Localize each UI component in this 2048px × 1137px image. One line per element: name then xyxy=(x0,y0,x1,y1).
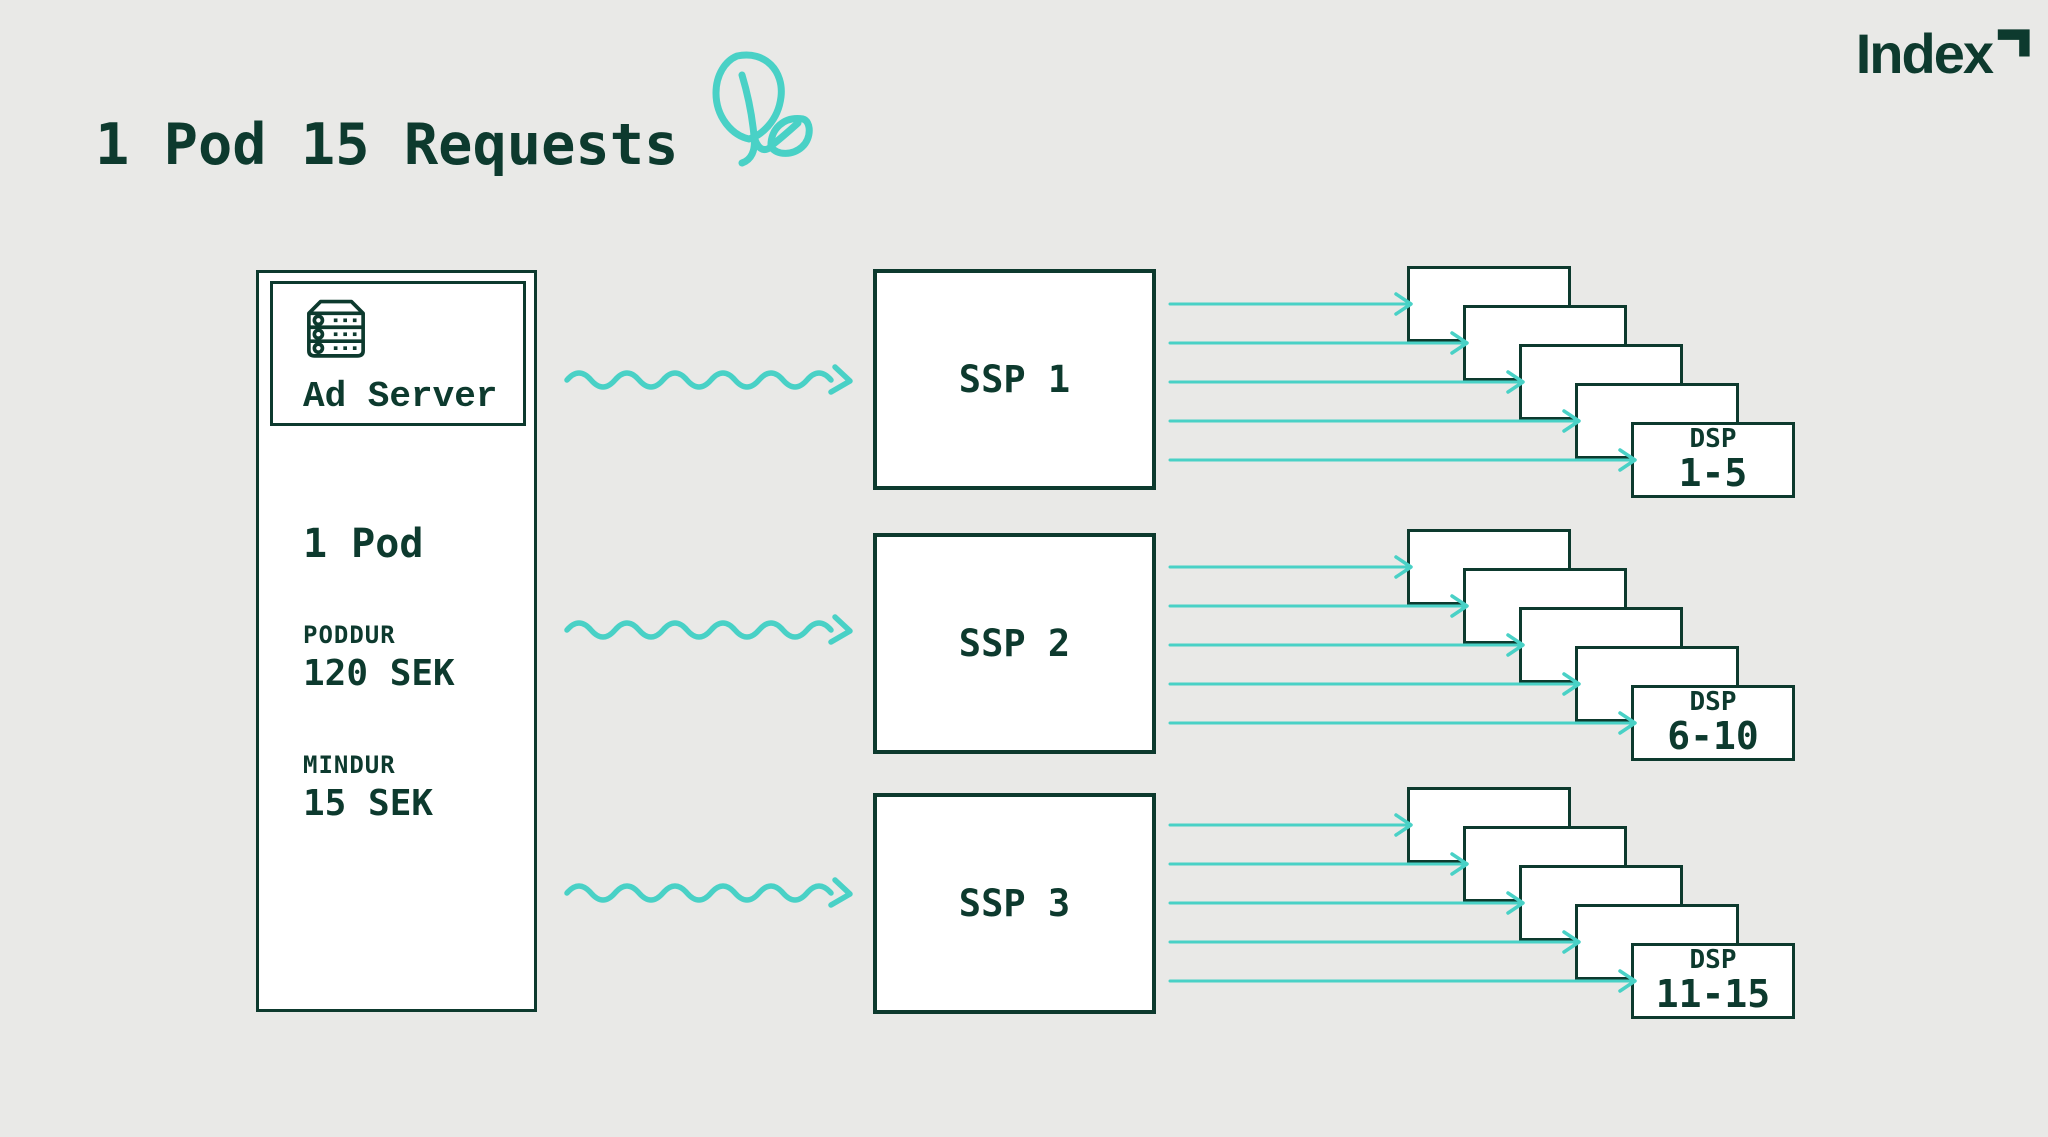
mindur-label: MINDUR xyxy=(303,751,396,779)
ssp-box-3: SSP 3 xyxy=(873,793,1156,1014)
poddur-label: PODDUR xyxy=(303,621,396,649)
ssp-1-label: SSP 1 xyxy=(958,358,1071,401)
dsp-card-range: 1-5 xyxy=(1678,450,1748,495)
ssp-3-label: SSP 3 xyxy=(958,882,1071,925)
dsp-card-range: 11-15 xyxy=(1655,971,1771,1016)
ad-server-label: Ad Server xyxy=(303,376,498,417)
dsp-card-title: DSP xyxy=(1689,687,1737,718)
corner-arrow-icon xyxy=(1997,29,2030,57)
logo-text: Index xyxy=(1855,22,1994,85)
ad-server-box: Ad Server xyxy=(270,281,526,426)
ssp-box-2: SSP 2 xyxy=(873,533,1156,754)
dsp-card-title: DSP xyxy=(1689,424,1737,455)
dsp-card-range: 6-10 xyxy=(1667,713,1759,758)
index-logo: Index xyxy=(1856,26,2032,82)
ad-server-panel: Ad Server 1 Pod PODDUR 120 SEK MINDUR 15… xyxy=(256,270,537,1012)
leaf-icon xyxy=(712,51,813,167)
page-title: 1 Pod 15 Requests xyxy=(95,112,679,179)
mindur-value: 15 SEK xyxy=(303,783,434,824)
poddur-value: 120 SEK xyxy=(303,653,455,694)
server-rack-icon xyxy=(307,299,365,358)
ssp-2-label: SSP 2 xyxy=(958,622,1071,665)
pod-count-label: 1 Pod xyxy=(303,521,424,567)
dsp-card-title: DSP xyxy=(1689,945,1737,976)
ssp-box-1: SSP 1 xyxy=(873,269,1156,490)
